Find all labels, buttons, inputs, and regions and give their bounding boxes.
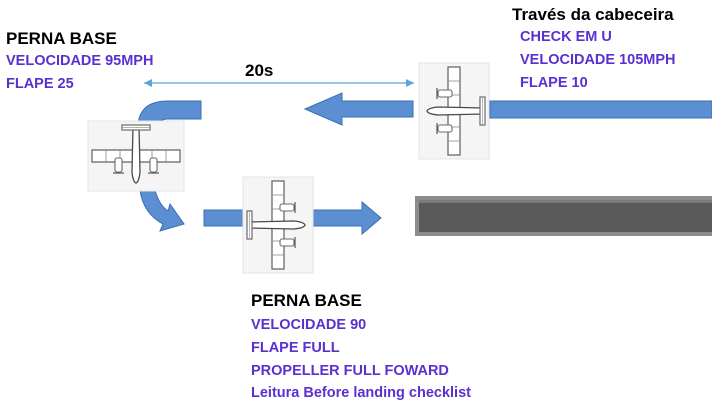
right-block-item: CHECK EM U [520, 29, 612, 45]
right-block-title: Través da cabeceira [512, 5, 674, 24]
right-block-item: FLAPE 10 [520, 75, 588, 91]
interval-label: 20s [245, 61, 274, 80]
left-block-item: VELOCIDADE 95MPH [6, 53, 154, 69]
bottom-block-item: Leitura Before landing checklist [251, 385, 471, 401]
bottom-block-item: FLAPE FULL [251, 340, 340, 356]
left-block-title: PERNA BASE [6, 29, 117, 48]
final-arrow-icon [203, 200, 382, 236]
final-turn-arrow-icon [139, 189, 185, 232]
downwind-arrow-icon [303, 92, 712, 126]
bottom-block-item: VELOCIDADE 90 [251, 317, 367, 333]
airplane-icon [87, 120, 185, 192]
runway-icon [415, 196, 712, 236]
right-block-item: VELOCIDADE 105MPH [520, 52, 676, 68]
interval-measure-line [144, 79, 414, 87]
bottom-block-item: PROPELLER FULL FOWARD [251, 363, 449, 379]
airplane-icon [242, 176, 314, 274]
airplane-icon [418, 62, 490, 160]
bottom-block-title: PERNA BASE [251, 291, 362, 310]
left-block-item: FLAPE 25 [6, 76, 74, 92]
